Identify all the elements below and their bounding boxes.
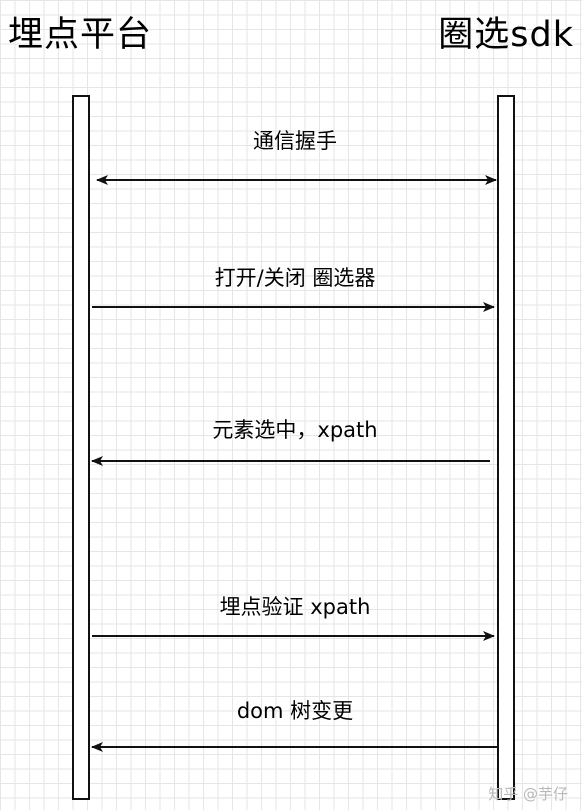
message-label-verify: 埋点验证 xpath — [219, 595, 371, 619]
message-label-element-selected: 元素选中，xpath — [212, 418, 378, 442]
actor-right-label: 圈选sdk — [438, 15, 574, 55]
lifeline-right — [497, 95, 515, 800]
actor-left-label: 埋点平台 — [8, 15, 153, 55]
message-label-dom-change: dom 树变更 — [236, 699, 354, 723]
watermark: 知乎 @芋仔 — [488, 785, 568, 803]
message-label-handshake: 通信握手 — [253, 129, 337, 153]
message-label-toggle-selector: 打开/关闭 圈选器 — [214, 266, 376, 290]
lifeline-left — [72, 95, 90, 800]
